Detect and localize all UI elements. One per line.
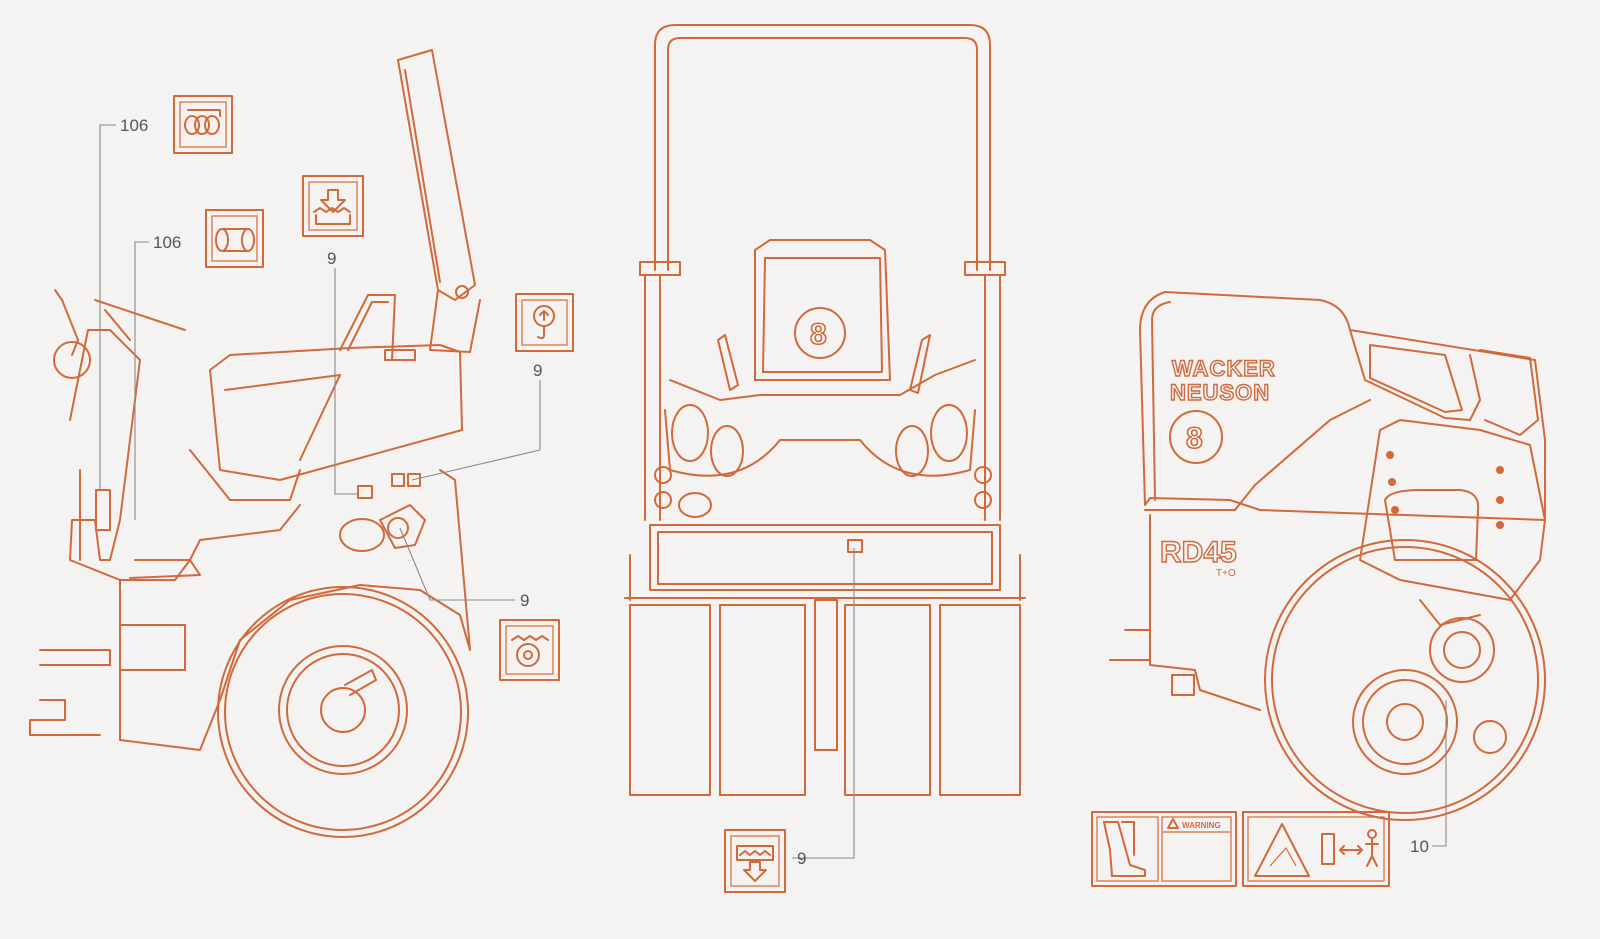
- rear-view-center: [624, 24, 1026, 796]
- keep-distance-decal: [1242, 811, 1390, 887]
- fuel-tank-icon: [499, 619, 560, 681]
- side-view-left: [29, 49, 481, 838]
- warning-label: WARNING: [1182, 821, 1221, 830]
- roller-drum-icon: [205, 209, 264, 268]
- crush-warning-decal: WARNING: [1091, 811, 1237, 887]
- model-name: RD45: [1160, 536, 1237, 569]
- water-drain-icon: [724, 829, 786, 893]
- brand-wacker: WACKER: [1172, 356, 1276, 381]
- seat-number-center: 8: [810, 318, 827, 351]
- callout-106-upper: 106: [120, 116, 148, 135]
- brand-neuson: NEUSON: [1170, 380, 1270, 405]
- leader-lines: [99, 124, 1447, 859]
- hydraulic-filter-icon: [173, 95, 233, 154]
- callout-9-fuel: 9: [520, 591, 529, 610]
- lift-point-icon: [515, 293, 574, 352]
- callout-9-front: 9: [797, 849, 806, 868]
- callout-106-lower: 106: [153, 233, 181, 252]
- callout-9-seat: 9: [327, 249, 336, 268]
- seat-number-right: 8: [1186, 422, 1203, 455]
- model-sub: T+O: [1216, 568, 1236, 579]
- callout-9-hook: 9: [533, 361, 542, 380]
- fill-hydraulic-icon: [302, 175, 364, 237]
- callout-10: 10: [1410, 837, 1429, 856]
- side-view-right: [1109, 291, 1546, 821]
